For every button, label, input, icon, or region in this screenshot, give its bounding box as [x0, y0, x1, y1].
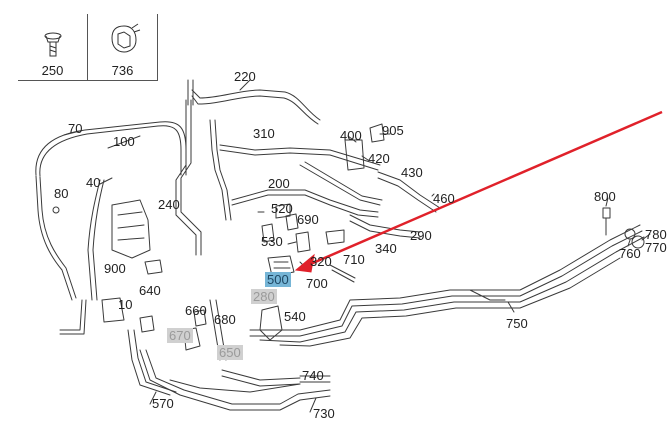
- callout-780[interactable]: 780: [645, 227, 667, 242]
- part-710: [325, 229, 345, 245]
- bolt-80: [52, 206, 60, 214]
- hose-430: [377, 171, 441, 209]
- ring-770: [631, 235, 645, 249]
- legend-label: 736: [111, 63, 134, 78]
- callout-540[interactable]: 540: [284, 309, 306, 324]
- legend-cell-736[interactable]: 736: [88, 14, 158, 80]
- callout-280[interactable]: 280: [251, 289, 277, 304]
- callout-710[interactable]: 710: [343, 252, 365, 267]
- callout-240[interactable]: 240: [158, 197, 180, 212]
- pipe-570: [127, 329, 171, 396]
- callout-750[interactable]: 750: [506, 316, 528, 331]
- callout-690[interactable]: 690: [297, 212, 319, 227]
- pipe-240: [175, 99, 197, 256]
- callout-310[interactable]: 310: [253, 126, 275, 141]
- callout-700[interactable]: 700: [306, 276, 328, 291]
- callout-70[interactable]: 70: [68, 121, 83, 136]
- pipe-730: [139, 349, 331, 411]
- part-530: [261, 223, 275, 243]
- callout-10[interactable]: 10: [118, 297, 133, 312]
- legend-label: 250: [41, 63, 64, 78]
- callout-730[interactable]: 730: [313, 406, 335, 421]
- callout-420[interactable]: 420: [368, 151, 390, 166]
- part-690: [285, 213, 299, 231]
- part-660: [193, 309, 207, 327]
- callout-500[interactable]: 500: [265, 272, 291, 287]
- pipe-bundle-750: [249, 224, 641, 331]
- callout-570[interactable]: 570: [152, 396, 174, 411]
- callout-770[interactable]: 770: [645, 240, 667, 255]
- callout-100[interactable]: 100: [113, 134, 135, 149]
- clip-700: [329, 264, 356, 283]
- hose-650: [221, 369, 301, 381]
- callout-660[interactable]: 660: [185, 303, 207, 318]
- part-640: [139, 315, 155, 333]
- part-320: [295, 231, 311, 253]
- pipe-left-down: [35, 175, 73, 301]
- part-520: [275, 203, 291, 219]
- bracket-900: [144, 259, 163, 275]
- plug-905: [369, 123, 385, 143]
- callout-80[interactable]: 80: [54, 186, 69, 201]
- callout-530[interactable]: 530: [261, 234, 283, 249]
- pipe-70: [35, 121, 187, 176]
- callout-800[interactable]: 800: [594, 189, 616, 204]
- pointer-arrow: [294, 110, 663, 273]
- callout-460[interactable]: 460: [433, 191, 455, 206]
- pipe-200: [231, 189, 379, 213]
- callout-40[interactable]: 40: [86, 175, 101, 190]
- pipe-220: [191, 89, 321, 121]
- callout-905[interactable]: 905: [382, 123, 404, 138]
- bolt-icon: [44, 32, 62, 57]
- pipe-90: [59, 299, 83, 331]
- callout-640[interactable]: 640: [139, 283, 161, 298]
- ring-760: [624, 228, 636, 240]
- callout-740[interactable]: 740: [302, 368, 324, 383]
- pump-540: [259, 305, 283, 341]
- callout-670[interactable]: 670: [167, 328, 193, 343]
- callout-290[interactable]: 290: [410, 228, 432, 243]
- valve-500: [267, 255, 295, 277]
- callout-400[interactable]: 400: [340, 128, 362, 143]
- pipe-310: [219, 144, 381, 166]
- bolt-800: [602, 207, 611, 236]
- callout-520[interactable]: 520: [271, 201, 293, 216]
- hose-40: [87, 179, 101, 301]
- callout-220[interactable]: 220: [234, 69, 256, 84]
- pump-10: [101, 297, 125, 323]
- callout-680[interactable]: 680: [214, 312, 236, 327]
- callout-900[interactable]: 900: [104, 261, 126, 276]
- callout-760[interactable]: 760: [619, 246, 641, 261]
- pipe-290: [349, 214, 421, 233]
- grommet-icon: [111, 23, 141, 53]
- tank-outline: [111, 199, 151, 259]
- sensor-400: [344, 139, 365, 171]
- callout-430[interactable]: 430: [401, 165, 423, 180]
- callout-650[interactable]: 650: [217, 345, 243, 360]
- callout-320[interactable]: 320: [310, 254, 332, 269]
- callout-200[interactable]: 200: [268, 176, 290, 191]
- hose-740: [299, 375, 331, 383]
- callout-340[interactable]: 340: [375, 241, 397, 256]
- legend-cell-250[interactable]: 250: [18, 14, 88, 80]
